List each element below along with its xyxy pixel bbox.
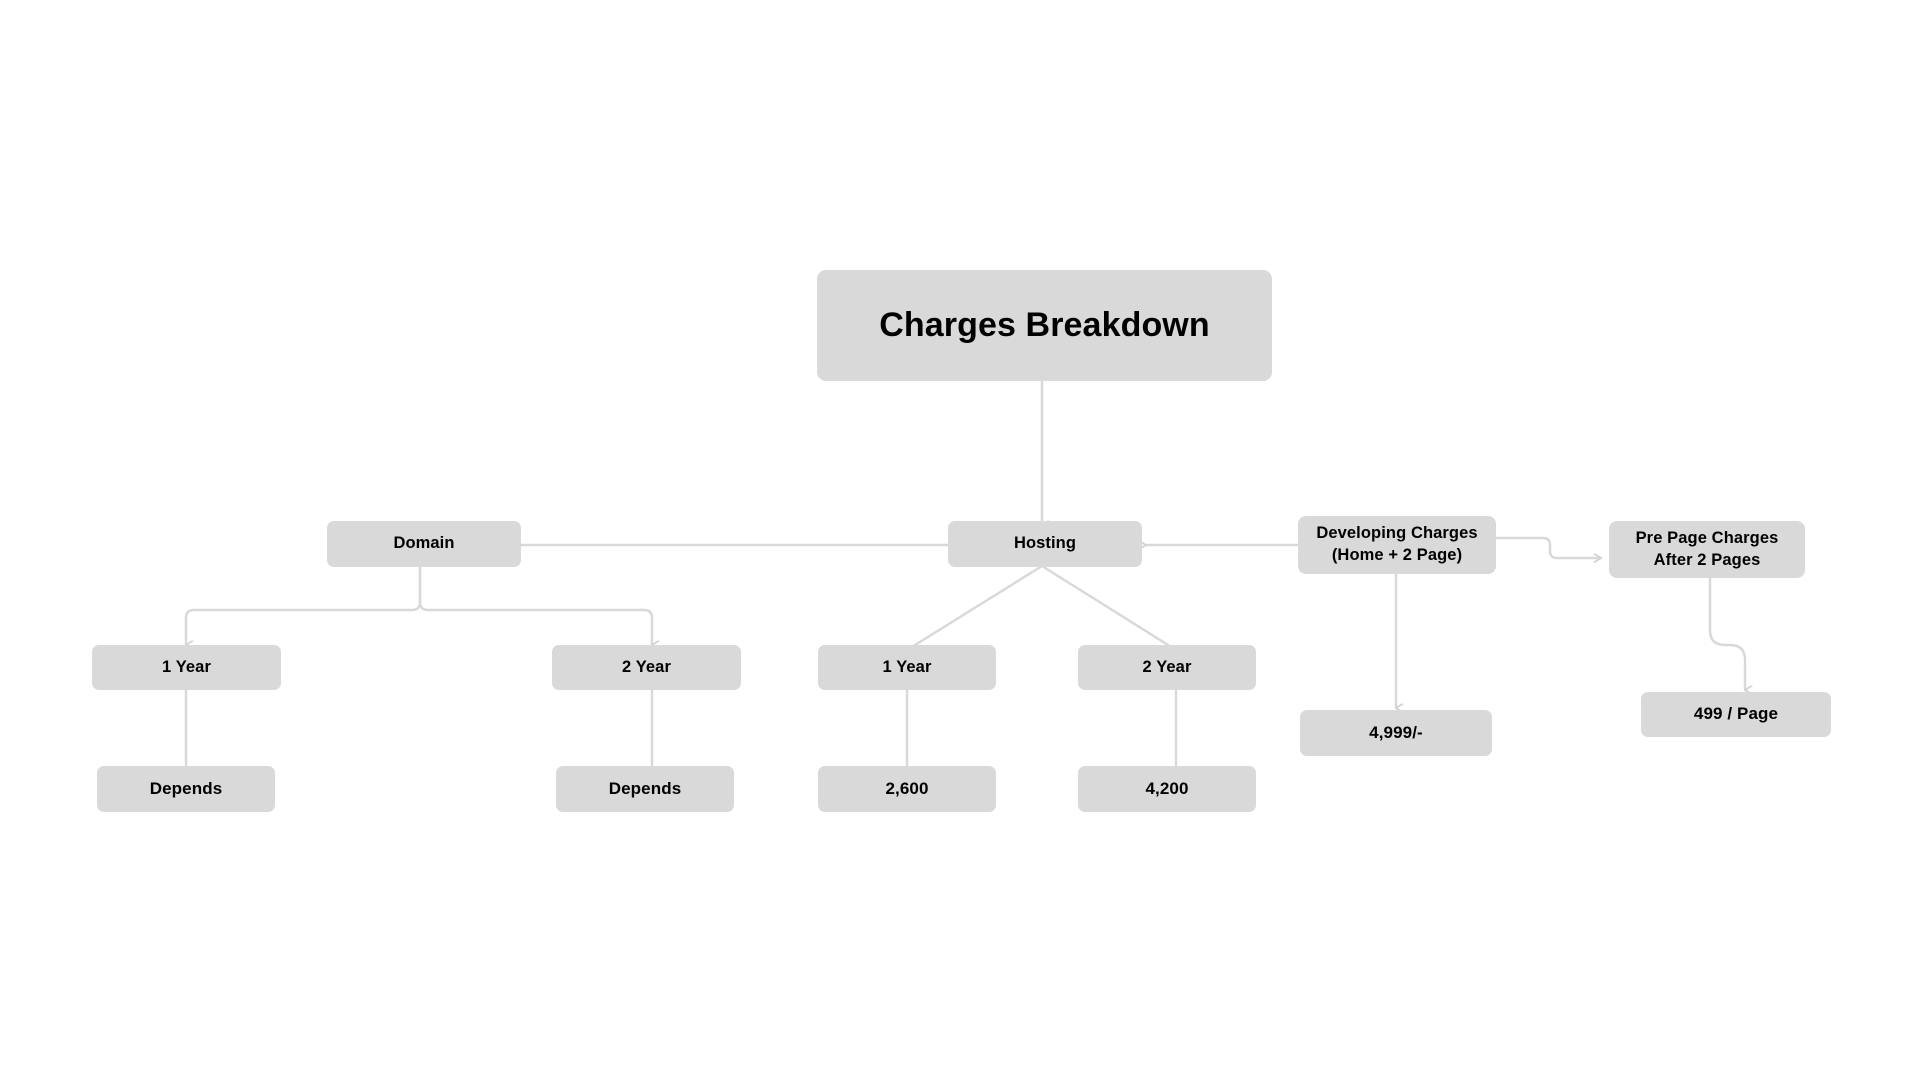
node-label: 1 Year: [162, 657, 211, 676]
node-hosting-1-year[interactable]: 1 Year: [818, 645, 996, 690]
node-label: 2 Year: [1142, 657, 1192, 676]
node-domain-1-year[interactable]: 1 Year: [92, 645, 281, 690]
node-label: 499 / Page: [1693, 704, 1779, 724]
edge-domain-to-2year: [418, 563, 652, 645]
node-hosting[interactable]: Hosting: [948, 521, 1142, 567]
edge-prepage-to-price: [1708, 576, 1745, 690]
node-label: 4,200: [1145, 778, 1189, 798]
node-hosting-2-year-price[interactable]: 4,200: [1078, 766, 1256, 812]
node-label: Developing Charges (Home + 2 Page): [1316, 524, 1478, 564]
node-label: Domain: [393, 534, 455, 553]
node-label: 4,999/-: [1369, 722, 1423, 742]
node-developing-price[interactable]: 4,999/-: [1300, 710, 1492, 756]
node-label: Charges Breakdown: [879, 306, 1210, 345]
edge-developing-to-prepage: [1494, 536, 1603, 558]
node-label: Hosting: [1013, 534, 1077, 553]
node-label: Depends: [608, 778, 682, 798]
node-label: Pre Page Charges After 2 Pages: [1635, 528, 1779, 569]
node-hosting-2-year[interactable]: 2 Year: [1078, 645, 1256, 690]
node-developing-charges[interactable]: Developing Charges (Home + 2 Page): [1298, 516, 1496, 574]
edge-hosting-to-1year: [905, 564, 1044, 652]
node-domain-2-year[interactable]: 2 Year: [552, 645, 741, 690]
edge-domain-to-1year: [184, 563, 422, 645]
node-hosting-1-year-price[interactable]: 2,600: [818, 766, 996, 812]
node-domain[interactable]: Domain: [327, 521, 521, 567]
edge-hosting-to-2year: [1040, 564, 1178, 652]
node-label: 2 Year: [622, 657, 671, 676]
node-domain-1-year-price[interactable]: Depends: [97, 766, 275, 812]
node-charges-breakdown[interactable]: Charges Breakdown: [817, 270, 1272, 381]
node-domain-2-year-price[interactable]: Depends: [556, 766, 734, 812]
node-label: 2,600: [885, 778, 929, 798]
node-label: 1 Year: [882, 657, 932, 676]
node-pre-page-price[interactable]: 499 / Page: [1641, 692, 1831, 737]
node-label: Depends: [149, 778, 223, 798]
node-pre-page-charges[interactable]: Pre Page Charges After 2 Pages: [1609, 521, 1805, 578]
